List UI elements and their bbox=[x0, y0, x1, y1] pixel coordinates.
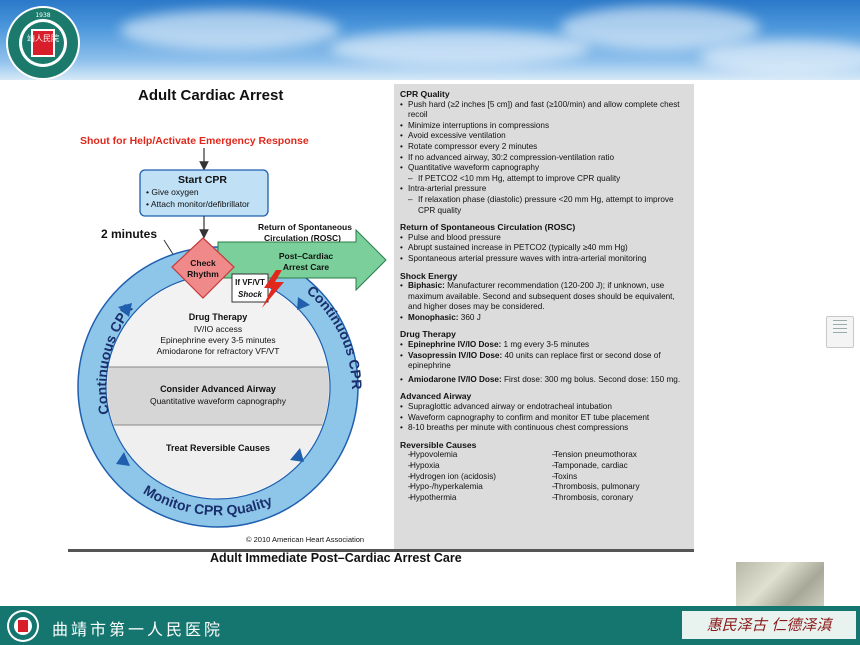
shout-for-help: Shout for Help/Activate Emergency Respon… bbox=[80, 135, 309, 147]
panel-bullet: Spontaneous arterial pressure waves with… bbox=[400, 254, 688, 265]
logo-emblem-text: 靖人民院 bbox=[27, 33, 59, 43]
algorithm-title: Adult Cardiac Arrest bbox=[138, 87, 283, 104]
hospital-logo-icon: 靖人民院 1938 bbox=[6, 6, 80, 80]
reversible-cause: Hypovolemia bbox=[400, 450, 544, 461]
start-cpr-item: Attach monitor/defibrillator bbox=[151, 199, 250, 209]
logo-year: 1938 bbox=[35, 12, 50, 19]
cycle-arrow-icon bbox=[118, 303, 132, 317]
panel-bullet: 8-10 breaths per minute with continuous … bbox=[400, 423, 688, 434]
two-minutes-label: 2 minutes bbox=[101, 227, 157, 241]
panel-subbullet: If relaxation phase (diastolic) pressure… bbox=[400, 195, 688, 216]
panel-bullet: Intra-arterial pressure bbox=[400, 184, 688, 195]
panel-bullet: Biphasic: Manufacturer recommendation (1… bbox=[400, 281, 688, 313]
panel-section-title: Advanced Airway bbox=[400, 391, 472, 402]
cycle-arrow-icon bbox=[116, 452, 130, 466]
panel-section-title: Shock Energy bbox=[400, 270, 458, 281]
cycle-arrow-icon bbox=[297, 297, 310, 310]
drug-therapy-line: Epinephrine every 3-5 minutes bbox=[160, 335, 275, 345]
guidelines-panel: CPR Quality Push hard (≥2 inches [5 cm])… bbox=[394, 84, 694, 552]
reversible-cause: Thrombosis, pulmonary bbox=[544, 482, 688, 493]
rosc-label: Circulation (ROSC) bbox=[264, 233, 341, 243]
footer-logo-icon bbox=[7, 610, 39, 642]
drug-therapy-line: Amiodarone for refractory VF/VT bbox=[157, 346, 280, 356]
rosc-label: Return of Spontaneous bbox=[258, 222, 352, 232]
panel-bullet: Quantitative waveform capnography bbox=[400, 163, 688, 174]
start-cpr-item: Give oxygen bbox=[151, 187, 199, 197]
panel-subbullet: If PETCO2 <10 mm Hg, attempt to improve … bbox=[400, 174, 688, 185]
panel-bullet: Supraglottic advanced airway or endotrac… bbox=[400, 402, 688, 413]
copyright: © 2010 American Heart Association bbox=[246, 535, 364, 544]
panel-section-title: Return of Spontaneous Circulation (ROSC) bbox=[400, 222, 576, 233]
panel-bullet: Monophasic: 360 J bbox=[400, 313, 688, 324]
panel-bullet: If no advanced airway, 30:2 compression-… bbox=[400, 153, 688, 164]
reversible-cause: Thrombosis, coronary bbox=[544, 493, 688, 504]
post-cardiac-label: Post–Cardiac bbox=[279, 251, 334, 261]
post-cardiac-label: Arrest Care bbox=[283, 262, 330, 272]
panel-bullet: Rotate compressor every 2 minutes bbox=[400, 142, 688, 153]
panel-bullet: Abrupt sustained increase in PETCO2 (typ… bbox=[400, 243, 688, 254]
reversible-cause: Tension pneumothorax bbox=[544, 450, 688, 461]
panel-bullet: Epinephrine IV/IO Dose: 1 mg every 3-5 m… bbox=[400, 340, 688, 351]
decorative-image bbox=[736, 562, 824, 608]
hospital-name: 曲靖市第一人民医院 bbox=[52, 620, 224, 639]
panel-bullet: Waveform capnography to confirm and moni… bbox=[400, 413, 688, 424]
reversible-causes-title: Treat Reversible Causes bbox=[166, 443, 270, 453]
drug-therapy-line: IV/IO access bbox=[194, 324, 242, 334]
svg-text:• Give oxygen: • Give oxygen bbox=[146, 187, 199, 197]
panel-bullet: Pulse and blood pressure bbox=[400, 233, 688, 244]
check-rhythm-label: Rhythm bbox=[187, 269, 219, 279]
advanced-airway-title: Consider Advanced Airway bbox=[160, 384, 276, 394]
panel-bullet: Vasopressin IV/IO Dose: 40 units can rep… bbox=[400, 351, 688, 372]
reversible-cause: Toxins bbox=[544, 472, 688, 483]
shock-label: Shock bbox=[238, 290, 263, 299]
panel-bullet: Minimize interruptions in compressions bbox=[400, 121, 688, 132]
advanced-airway-line: Quantitative waveform capnography bbox=[150, 396, 287, 406]
check-rhythm-diamond bbox=[171, 237, 235, 299]
panel-bullet: Push hard (≥2 inches [5 cm]) and fast (≥… bbox=[400, 100, 688, 121]
reversible-cause: Tamponade, cardiac bbox=[544, 461, 688, 472]
cardiac-arrest-algorithm: Adult Cardiac Arrest Shout for Help/Acti… bbox=[68, 82, 393, 552]
slide-nav-button[interactable] bbox=[826, 316, 854, 348]
panel-section-title: CPR Quality bbox=[400, 89, 450, 99]
slide-image: Adult Cardiac Arrest Shout for Help/Acti… bbox=[68, 82, 694, 562]
panel-bullet: Amiodarone IV/IO Dose: First dose: 300 m… bbox=[400, 375, 688, 386]
panel-section-title: Reversible Causes bbox=[400, 439, 477, 450]
svg-text:• Attach monitor/defibrillator: • Attach monitor/defibrillator bbox=[146, 199, 250, 209]
next-section-title: Adult Immediate Post–Cardiac Arrest Care bbox=[210, 551, 462, 565]
reversible-cause: Hypothermia bbox=[400, 493, 544, 504]
reversible-cause: Hypoxia bbox=[400, 461, 544, 472]
check-rhythm-label: Check bbox=[190, 258, 216, 268]
start-cpr-title: Start CPR bbox=[178, 174, 227, 186]
drug-therapy-title: Drug Therapy bbox=[189, 312, 248, 322]
panel-bullet: Avoid excessive ventilation bbox=[400, 131, 688, 142]
cycle-arrow-icon bbox=[290, 448, 304, 462]
header-banner bbox=[0, 0, 860, 80]
reversible-cause: Hydrogen ion (acidosis) bbox=[400, 472, 544, 483]
reversible-cause: Hypo-/hyperkalemia bbox=[400, 482, 544, 493]
panel-section-title: Drug Therapy bbox=[400, 329, 456, 340]
divider bbox=[68, 549, 694, 552]
shock-label: If VF/VT bbox=[235, 278, 265, 287]
hospital-motto: 惠民泽古 仁德泽滇 bbox=[682, 611, 856, 639]
lightning-icon bbox=[262, 270, 284, 308]
